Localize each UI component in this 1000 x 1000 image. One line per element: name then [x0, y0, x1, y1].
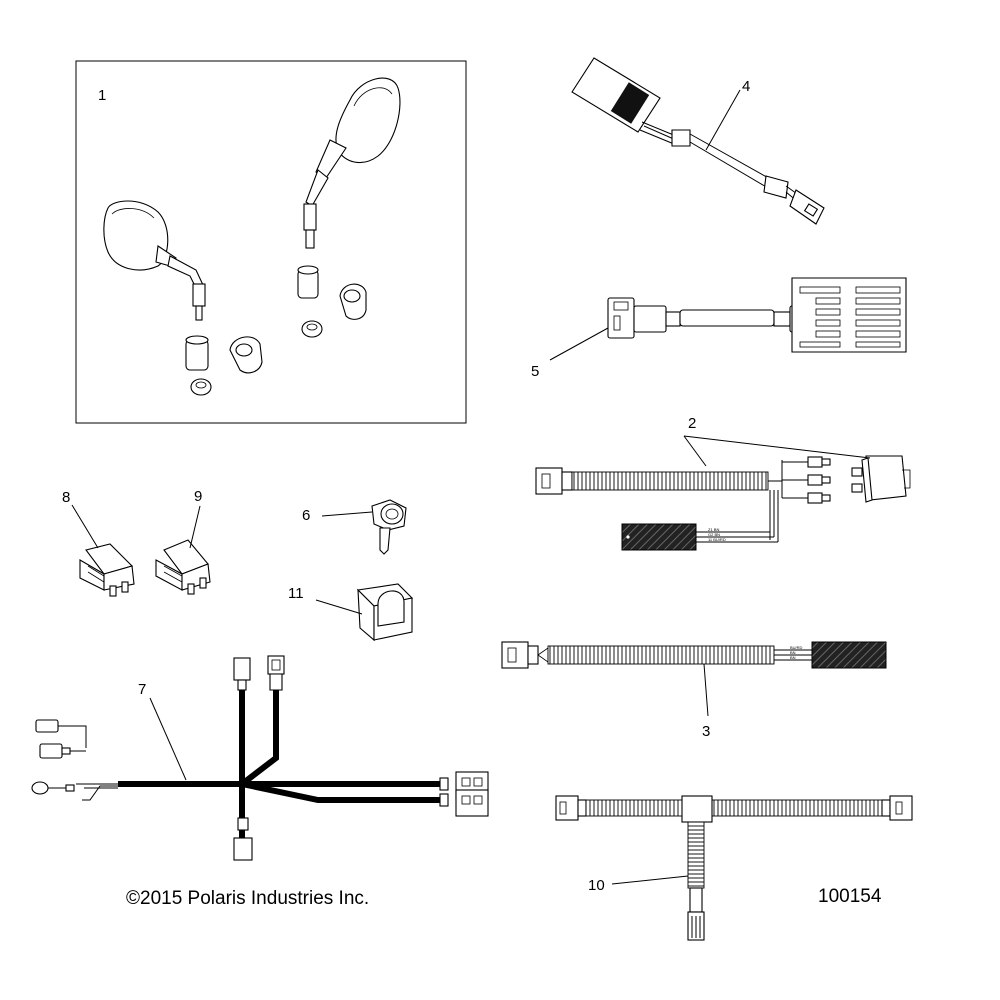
heater-pad-3 [811, 641, 887, 669]
callout-1: 1 [98, 87, 106, 104]
rocker-switch [851, 455, 911, 503]
main-harness: 7 [31, 655, 489, 861]
callout-8: 8 [62, 489, 70, 506]
switch-8: 8 [62, 489, 135, 597]
right-mirror-hardware [297, 265, 367, 338]
callout-7: 7 [138, 681, 146, 698]
mirror-kit-frame [75, 60, 467, 424]
svg-text:BN: BN [790, 650, 796, 655]
y-harness: 10 [555, 795, 913, 941]
harness-clip: 6 [302, 499, 407, 555]
adapter-harness: 4 [571, 57, 825, 225]
right-mirror [303, 77, 401, 249]
svg-text:BN: BN [790, 655, 796, 660]
svg-text:G2 BN: G2 BN [708, 532, 720, 537]
svg-text:11 BU/RD: 11 BU/RD [708, 537, 726, 542]
mirror-kit-group: 1 [75, 60, 467, 424]
figure-number: 100154 [818, 886, 882, 907]
grip-element-traces [799, 286, 901, 348]
heater-harness: BU/RD BN BN 3 [501, 641, 887, 740]
svg-text:Z1 BN: Z1 BN [708, 527, 719, 532]
callout-5: 5 [531, 363, 539, 380]
switch-harness: Z1 BN G2 BN 11 BU/RD 2 [535, 415, 911, 551]
callout-2: 2 [688, 415, 696, 432]
left-mirror-hardware [185, 335, 263, 396]
callout-6: 6 [302, 507, 310, 524]
heated-grip-element: 5 [531, 277, 907, 380]
copyright-text: ©2015 Polaris Industries Inc. [126, 888, 369, 909]
svg-text:BU/RD: BU/RD [790, 645, 803, 650]
left-mirror [103, 200, 206, 321]
callout-9: 9 [194, 488, 202, 505]
callout-10: 10 [588, 877, 605, 894]
heater-pad-2 [621, 523, 697, 551]
cable-clamp: 11 [288, 583, 414, 642]
callout-11: 11 [288, 585, 304, 602]
switch-9: 9 [155, 488, 211, 595]
callout-4: 4 [742, 78, 750, 95]
callout-3: 3 [702, 723, 710, 740]
